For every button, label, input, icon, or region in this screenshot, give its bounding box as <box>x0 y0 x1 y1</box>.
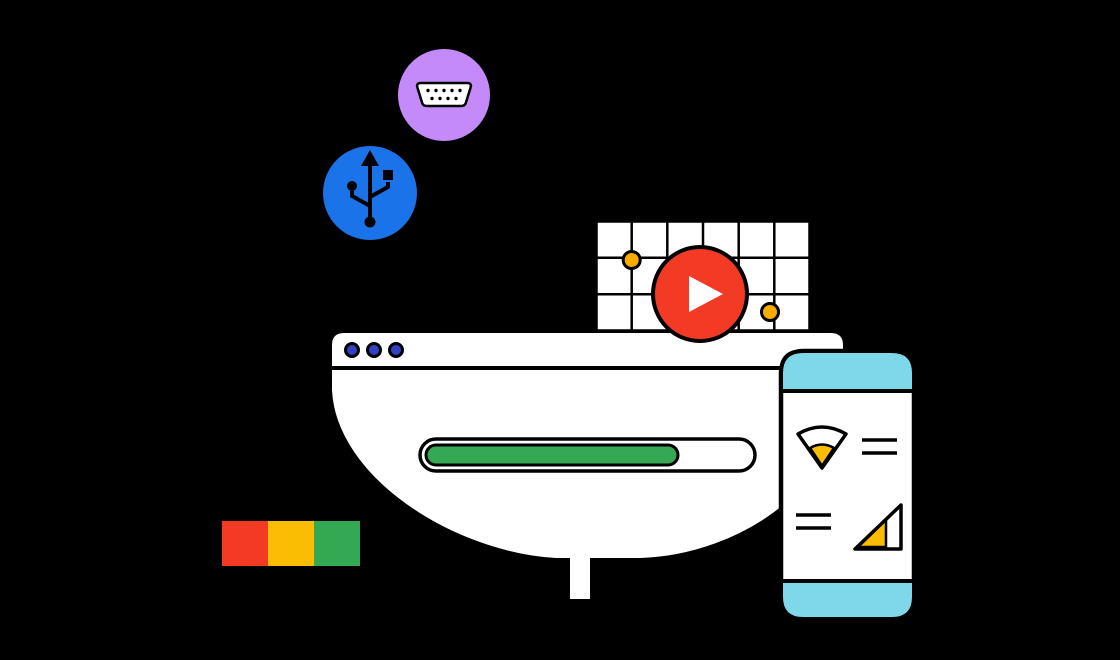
usb-badge <box>323 146 417 240</box>
grid-marker-dot <box>760 302 780 322</box>
phone <box>778 348 917 622</box>
color-swatch-yellow <box>268 521 314 566</box>
usb-icon <box>347 150 393 228</box>
signal-strength-fill <box>856 518 888 549</box>
play-icon <box>689 276 723 312</box>
phone-top-band <box>779 349 916 393</box>
serial-port-icon <box>415 81 473 108</box>
wifi-icon-fill <box>808 443 836 468</box>
play-button <box>651 245 749 343</box>
browser-window <box>328 329 847 603</box>
grid-marker-dot <box>621 250 642 270</box>
color-swatch-green <box>314 521 360 566</box>
window-dot <box>344 342 360 358</box>
equals-lines-top <box>862 438 897 455</box>
window-dot <box>388 342 404 358</box>
download-progress-fill <box>424 443 680 467</box>
window-dot <box>366 342 382 358</box>
phone-bottom-band <box>779 579 916 621</box>
equals-lines-bottom <box>796 513 831 530</box>
download-progress-bar <box>418 437 757 473</box>
serial-pins <box>426 88 462 101</box>
serial-badge <box>398 49 490 141</box>
browser-traffic-dots <box>344 342 404 358</box>
color-swatch-red <box>222 521 268 566</box>
color-swatches <box>222 521 360 566</box>
signal-strength-icon <box>853 503 903 551</box>
media-grid <box>594 219 812 343</box>
wifi-icon <box>796 425 848 470</box>
